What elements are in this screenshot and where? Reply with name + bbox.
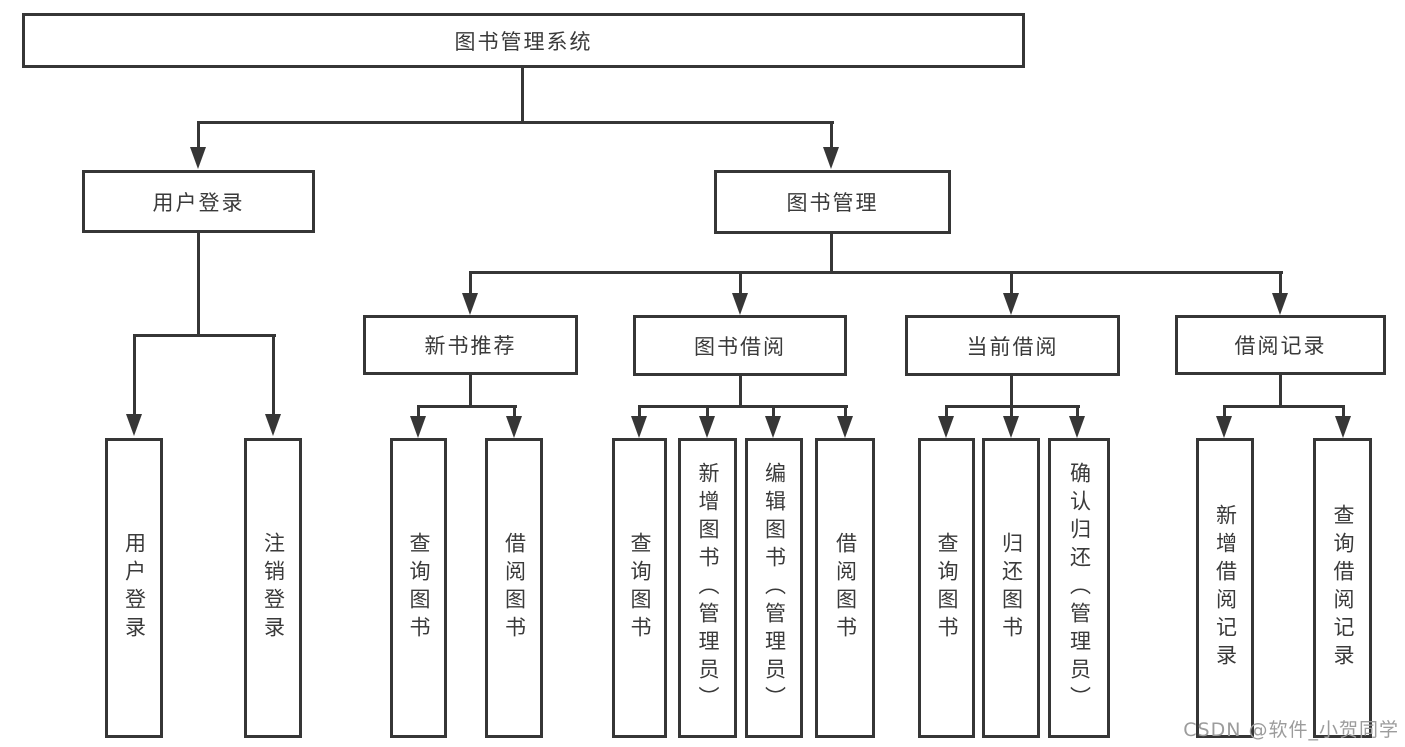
connector-line [739, 271, 742, 295]
arrow-down-icon [699, 416, 715, 438]
leaf-label: 确认归还（管理员） [1067, 462, 1092, 714]
connector-line [844, 405, 847, 418]
leaf-query-borrow-record: 查询借阅记录 [1313, 438, 1372, 738]
arrow-down-icon [1216, 416, 1232, 438]
connector-line [469, 271, 472, 295]
arrow-down-icon [631, 416, 647, 438]
node-label: 当前借阅 [966, 334, 1059, 359]
leaf-return-books: 归还图书 [982, 438, 1040, 738]
node-label: 借阅记录 [1234, 334, 1327, 358]
leaf-label: 归还图书 [999, 532, 1024, 644]
connector-line [1010, 405, 1013, 418]
leaf-borrow-books-borrow: 借阅图书 [815, 438, 875, 738]
arrow-down-icon [1272, 293, 1288, 315]
leaf-add-borrow-record: 新增借阅记录 [1196, 438, 1254, 738]
connector-line [197, 121, 834, 124]
leaf-label: 查询图书 [407, 532, 431, 644]
arrow-down-icon [823, 147, 839, 169]
leaf-add-books-admin: 新增图书（管理员） [678, 438, 737, 738]
arrow-down-icon [410, 416, 426, 438]
connector-line [1279, 271, 1282, 295]
leaf-label: 借阅图书 [502, 532, 527, 644]
connector-line [513, 405, 516, 418]
connector-line [830, 121, 833, 149]
connector-line [706, 405, 709, 418]
connector-line [469, 375, 472, 408]
leaf-borrow-books-newrec: 借阅图书 [485, 438, 543, 738]
connector-line [1342, 405, 1345, 418]
arrow-down-icon [938, 416, 954, 438]
connector-line [272, 334, 275, 416]
leaf-query-books-current: 查询图书 [918, 438, 975, 738]
arrow-down-icon [837, 416, 853, 438]
leaf-label: 新增借阅记录 [1213, 504, 1238, 672]
connector-line [772, 405, 775, 418]
node-label: 图书管理系统 [454, 29, 593, 54]
leaf-edit-books-admin: 编辑图书（管理员） [745, 438, 803, 738]
node-new-book-recommend: 新书推荐 [363, 315, 578, 375]
watermark: CSDN @软件_小贺同学 [1183, 719, 1399, 741]
leaf-label: 查询图书 [628, 532, 652, 644]
connector-line [945, 405, 948, 418]
arrow-down-icon [765, 416, 781, 438]
connector-line [638, 405, 848, 408]
node-borrowing-records: 借阅记录 [1175, 315, 1386, 375]
connector-line [197, 233, 200, 337]
leaf-label: 编辑图书（管理员） [762, 462, 787, 714]
leaf-label: 新增图书（管理员） [696, 462, 720, 714]
arrow-down-icon [265, 414, 281, 436]
connector-line [197, 121, 200, 149]
leaf-query-books-borrow: 查询图书 [612, 438, 667, 738]
connector-line [1010, 376, 1013, 408]
node-label: 用户登录 [152, 190, 245, 215]
connector-line [739, 376, 742, 408]
arrow-down-icon [190, 147, 206, 169]
connector-line [133, 334, 276, 337]
connector-line [1010, 271, 1013, 295]
leaf-label: 查询借阅记录 [1331, 504, 1355, 672]
connector-line [1076, 405, 1079, 418]
connector-line [830, 234, 833, 274]
arrow-down-icon [1069, 416, 1085, 438]
node-book-management: 图书管理 [714, 170, 951, 234]
connector-line [1223, 405, 1345, 408]
connector-line [133, 334, 136, 416]
connector-line [521, 68, 524, 124]
node-label: 图书借阅 [694, 334, 786, 359]
leaf-label: 注销登录 [261, 532, 286, 644]
connector-line [469, 271, 1283, 274]
leaf-confirm-return-admin: 确认归还（管理员） [1048, 438, 1110, 738]
arrow-down-icon [1335, 416, 1351, 438]
arrow-down-icon [506, 416, 522, 438]
arrow-down-icon [126, 414, 142, 436]
arrow-down-icon [1003, 293, 1019, 315]
leaf-user-login: 用户登录 [105, 438, 163, 738]
node-label: 图书管理 [786, 191, 879, 215]
connector-line [417, 405, 517, 408]
leaf-logout: 注销登录 [244, 438, 302, 738]
node-current-borrowing: 当前借阅 [905, 315, 1120, 376]
leaf-label: 用户登录 [122, 532, 147, 644]
node-book-management-system: 图书管理系统 [22, 13, 1025, 68]
connector-line [1223, 405, 1226, 418]
connector-line [638, 405, 641, 418]
connector-line [1279, 375, 1282, 408]
connector-line [417, 405, 420, 418]
arrow-down-icon [1003, 416, 1019, 438]
node-book-borrowing: 图书借阅 [633, 315, 847, 376]
leaf-query-books-newrec: 查询图书 [390, 438, 447, 738]
arrow-down-icon [732, 293, 748, 315]
node-user-login: 用户登录 [82, 170, 315, 233]
node-label: 新书推荐 [424, 334, 517, 358]
leaf-label: 借阅图书 [833, 532, 858, 644]
arrow-down-icon [462, 293, 478, 315]
leaf-label: 查询图书 [935, 532, 959, 644]
